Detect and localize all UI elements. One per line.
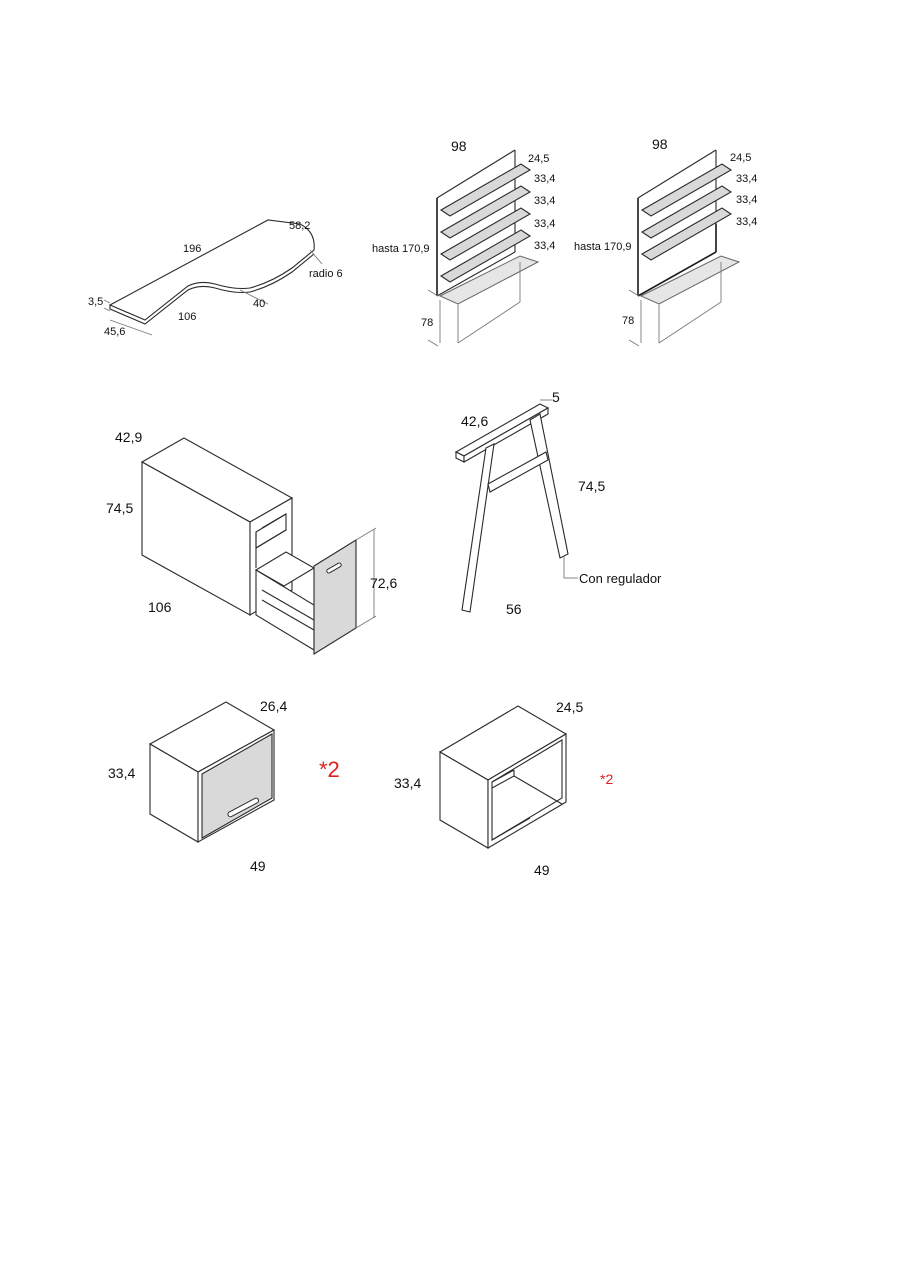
shelf-b-width: 98 — [652, 136, 668, 152]
wall-cabinet-door-diagram: 26,4 33,4 49 *2 — [108, 698, 340, 874]
shelf-b-spacing-1: 24,5 — [730, 152, 751, 164]
desk-top-outline — [108, 219, 315, 321]
cabinet-height: 74,5 — [106, 500, 133, 516]
wall-cabinet-open-diagram: 24,5 33,4 49 *2 — [394, 699, 613, 878]
leg-width: 56 — [506, 601, 522, 617]
shelf-a-spacing-3: 33,4 — [534, 195, 555, 207]
shelf-b-spacing-3: 33,4 — [736, 194, 757, 206]
desk-top-radius: radio 6 — [309, 268, 343, 280]
shelf-a-spacing-4: 33,4 — [534, 218, 555, 230]
wall-open-depth: 24,5 — [556, 699, 583, 715]
shelf-unit-a-diagram: 98 hasta 170,9 78 24,5 33,4 33,4 33,4 33… — [372, 138, 555, 347]
shelf-a-width: 98 — [451, 138, 467, 154]
leg-regulator-label: Con regulador — [579, 571, 662, 586]
leg-diagram: 42,6 5 74,5 56 Con regulador — [454, 389, 662, 617]
wall-open-note: *2 — [600, 771, 613, 787]
desk-top-thickness: 3,5 — [88, 296, 103, 308]
shelf-b-spacing-2: 33,4 — [736, 173, 757, 185]
shelf-unit-b-diagram: 98 hasta 170,9 78 24,5 33,4 33,4 33,4 — [574, 136, 757, 347]
wall-door-note: *2 — [319, 757, 340, 782]
wall-door-height: 33,4 — [108, 765, 135, 781]
shelf-b-spacing-4: 33,4 — [736, 216, 757, 228]
wall-door-width: 49 — [250, 858, 266, 874]
shelf-a-spacing-1: 24,5 — [528, 153, 549, 165]
cabinet-length: 106 — [148, 599, 172, 615]
leg-depth: 42,6 — [461, 413, 488, 429]
shelf-a-spacing-2: 33,4 — [534, 173, 555, 185]
desk-top-depth: 45,6 — [104, 326, 125, 338]
wall-door-depth: 26,4 — [260, 698, 287, 714]
shelf-a-spacing-5: 33,4 — [534, 240, 555, 252]
shelf-b-base: 78 — [622, 315, 634, 327]
leg-thickness: 5 — [552, 389, 560, 405]
desk-top-front: 106 — [178, 311, 196, 323]
drawer-cabinet-diagram: 42,9 74,5 106 72,6 — [106, 429, 397, 655]
shelf-a-base: 78 — [421, 317, 433, 329]
leg-height: 74,5 — [578, 478, 605, 494]
cabinet-drawer: 72,6 — [370, 575, 397, 591]
desk-top-length: 196 — [183, 243, 201, 255]
wall-open-width: 49 — [534, 862, 550, 878]
desk-top-diagram: 196 58,2 radio 6 3,5 45,6 106 40 — [88, 219, 343, 338]
shelf-b-height: hasta 170,9 — [574, 241, 632, 253]
desk-top-inner: 40 — [253, 298, 265, 310]
desk-top-edge — [109, 253, 315, 325]
desk-top-return-width: 58,2 — [289, 220, 310, 232]
wall-open-height: 33,4 — [394, 775, 421, 791]
cabinet-depth: 42,9 — [115, 429, 142, 445]
shelf-a-height: hasta 170,9 — [372, 243, 430, 255]
